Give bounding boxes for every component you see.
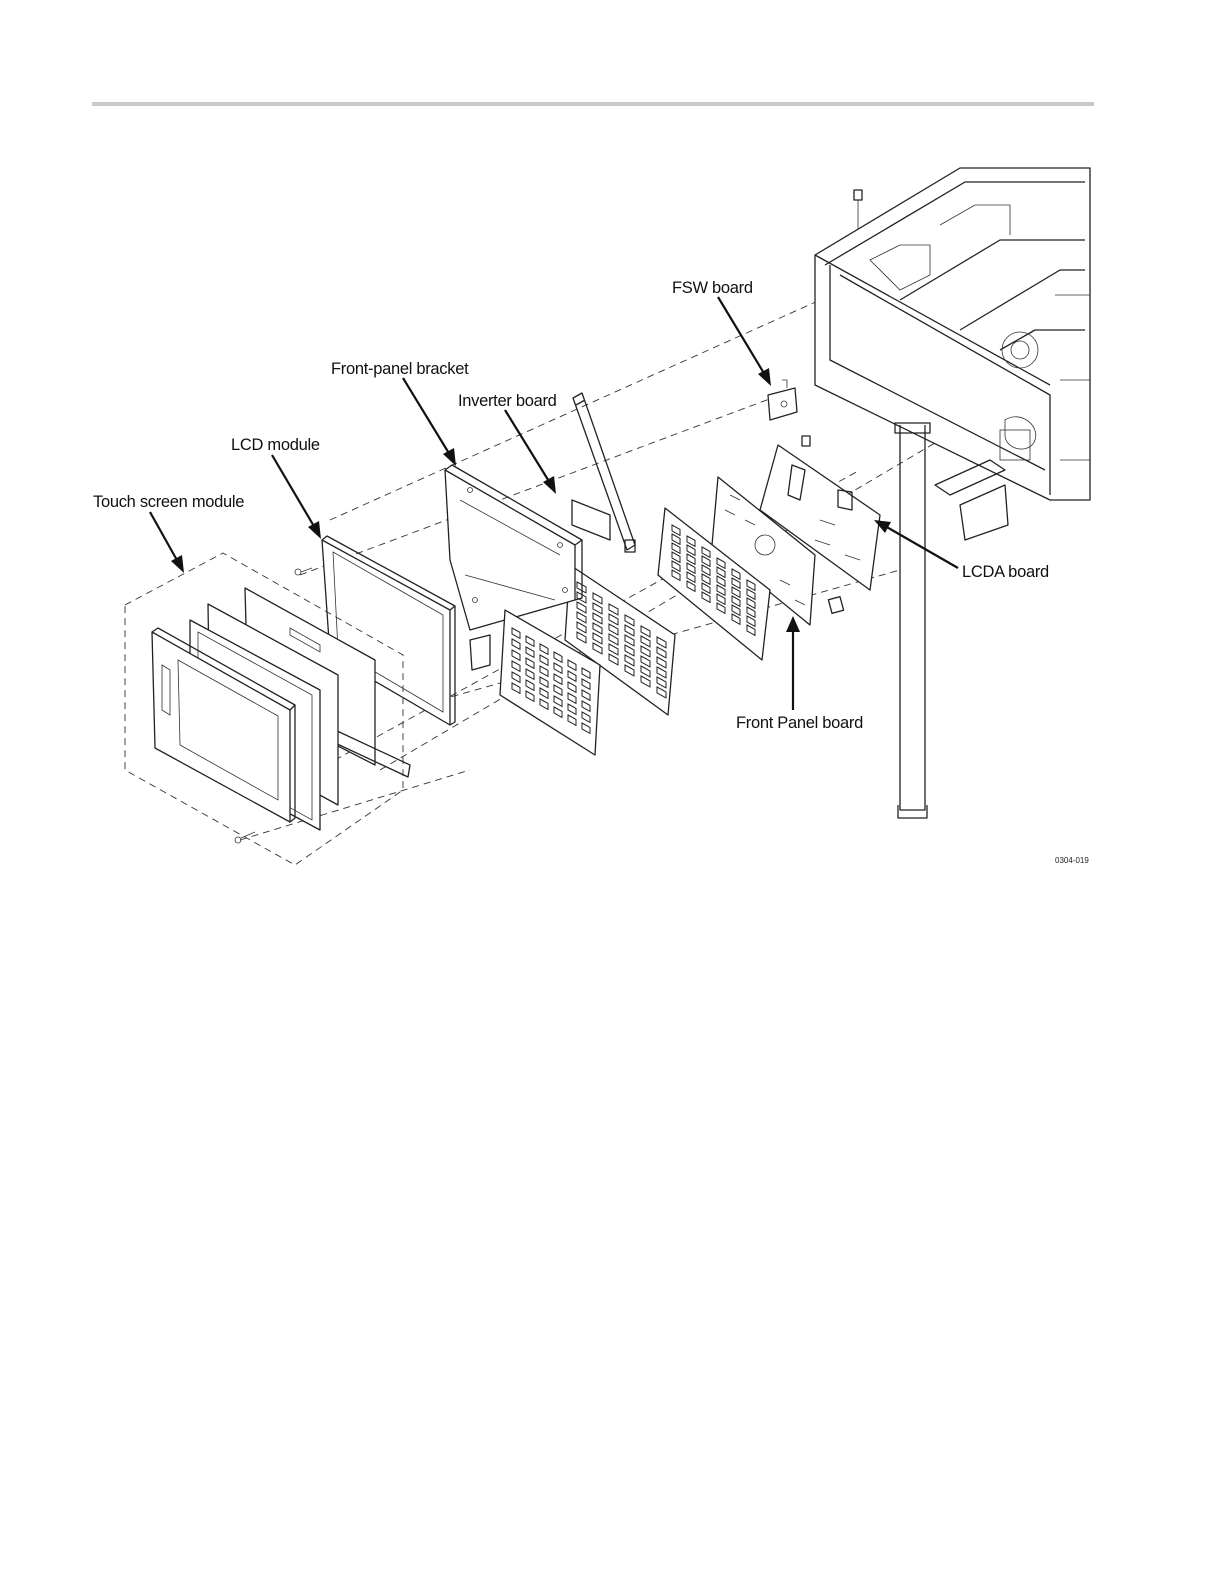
label-inverter-board: Inverter board xyxy=(458,392,557,410)
label-lcd-module: LCD module xyxy=(231,436,320,454)
front-panel-bracket-part xyxy=(445,465,582,630)
chassis-assembly xyxy=(815,168,1090,540)
label-lcda-board: LCDA board xyxy=(962,563,1049,581)
label-front-panel-bracket: Front-panel bracket xyxy=(331,360,469,378)
label-touch-screen-module: Touch screen module xyxy=(93,493,244,511)
figure-id: 0304-019 xyxy=(1055,856,1089,865)
label-front-panel-board: Front Panel board xyxy=(736,714,863,732)
flex-cable xyxy=(895,423,930,818)
label-fsw-board: FSW board xyxy=(672,279,753,297)
fsw-board-part xyxy=(768,380,797,420)
inverter-board-part xyxy=(572,393,635,552)
